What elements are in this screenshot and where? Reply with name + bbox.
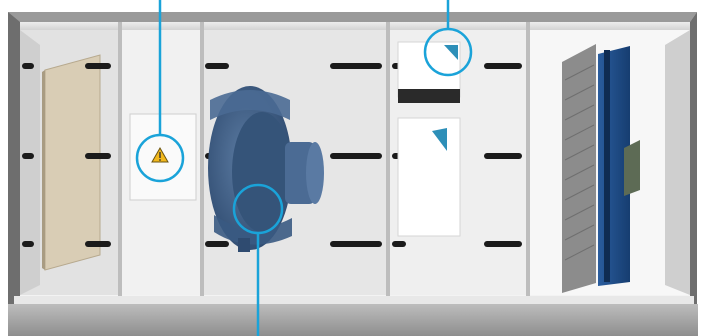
roof-edge	[8, 12, 697, 22]
base-skid	[8, 304, 698, 336]
left-side-wall	[8, 12, 20, 315]
frame-post	[386, 22, 390, 297]
warning-mark	[159, 152, 160, 158]
right-side-wall	[690, 12, 697, 315]
frame-post	[200, 22, 204, 297]
filter-frame-edge	[42, 70, 45, 270]
right-side-panel	[665, 30, 690, 295]
filter-frame	[45, 55, 100, 270]
warning-dot	[159, 159, 161, 161]
coil-assembly	[562, 44, 640, 293]
left-side-panel	[20, 30, 40, 295]
frame-post	[118, 22, 122, 297]
frame-post	[526, 22, 530, 297]
sensor-slot	[398, 89, 460, 103]
sensor-box-lower	[398, 118, 460, 236]
base-top	[14, 296, 694, 304]
